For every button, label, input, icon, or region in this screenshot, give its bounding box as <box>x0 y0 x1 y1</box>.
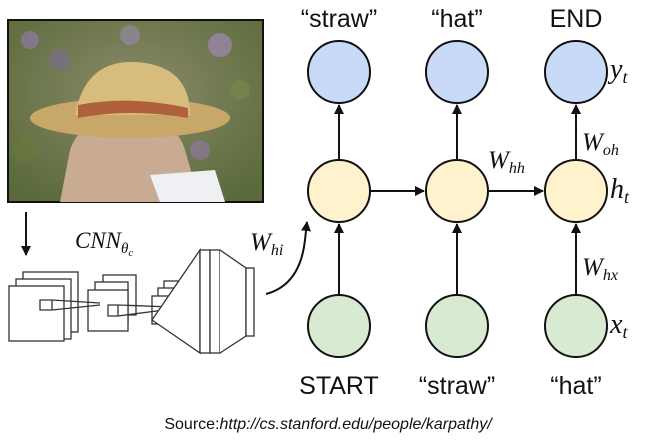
output-label-2: “hat” <box>431 5 482 33</box>
output-label-1: “straw” <box>301 5 377 33</box>
arrow-cnn-to-hidden <box>265 221 311 295</box>
hidden-node-3 <box>544 159 608 223</box>
output-node-1 <box>307 40 371 104</box>
w-hi-label: Whi <box>250 229 283 259</box>
rnn-arrows <box>334 104 581 294</box>
w-hx-label: Whx <box>582 254 618 284</box>
source-caption: Source:http://cs.stanford.edu/people/kar… <box>0 416 656 434</box>
input-node-3 <box>544 294 608 358</box>
output-node-3 <box>544 40 608 104</box>
input-node-1 <box>307 294 371 358</box>
input-node-2 <box>425 294 489 358</box>
source-url: http://cs.stanford.edu/people/karpathy/ <box>219 416 492 433</box>
input-label-2: “straw” <box>419 372 495 400</box>
input-photo <box>7 19 264 203</box>
input-label-1: START <box>299 372 379 400</box>
output-label-3: END <box>550 5 603 33</box>
cnn-label: CNNθc <box>75 228 133 259</box>
source-prefix: Source: <box>164 416 220 433</box>
output-node-2 <box>425 40 489 104</box>
h-t-label: ht <box>610 174 630 207</box>
hidden-node-2 <box>425 159 489 223</box>
cnn-icon <box>8 247 255 355</box>
input-label-3: “hat” <box>550 372 601 400</box>
x-t-label: xt <box>609 309 628 342</box>
y-t-label: yt <box>607 54 628 87</box>
w-oh-label: Woh <box>582 129 619 159</box>
w-hh-label: Whh <box>488 147 525 177</box>
hidden-node-1 <box>307 159 371 223</box>
